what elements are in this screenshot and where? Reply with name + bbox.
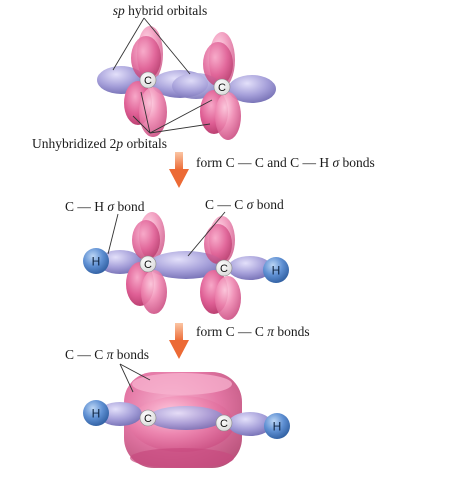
- carbon-atom-4: [215, 259, 233, 277]
- p-orbital-front-top-left: [131, 36, 161, 80]
- panel-3-pi-bonds: H H C C C — C π bonds: [65, 347, 290, 468]
- hydrogen-atom-right: [263, 257, 289, 283]
- step-1-label: form C — C and C — H σ bonds: [196, 155, 375, 170]
- arrow-step-2: [169, 323, 189, 359]
- carbon-label-5: C: [144, 413, 152, 425]
- pi-pointers: [119, 363, 151, 393]
- arrow-step-1: [169, 152, 189, 188]
- p-orbital-bottom-right-2: [215, 276, 241, 320]
- cc-sigma-label: C — C σ bond: [205, 197, 284, 212]
- panel-2-sigma-bonds: H H C C C — H σ bond C — C σ bond: [65, 197, 289, 320]
- p-orbital-bottom-left-2: [141, 270, 167, 314]
- hydrogen-label-right: H: [272, 264, 281, 278]
- hydrogen-atom-left-3: [83, 400, 109, 426]
- carbon-atom-2: [213, 78, 231, 96]
- sp-hybrid-label: sp hybrid orbitals: [113, 3, 208, 18]
- carbon-label-2: C: [218, 82, 226, 94]
- sp-hybrid-pointers: [112, 17, 191, 75]
- sigma-pointers: [107, 211, 226, 257]
- p-orbital-front-top-right-2: [204, 224, 232, 264]
- ch-sigma-right-3: [228, 412, 272, 436]
- hydrogen-label-right-3: H: [273, 420, 282, 434]
- p-orbital-front-top-left-2: [132, 220, 160, 260]
- hydrogen-label-left: H: [92, 255, 101, 269]
- carbon-atom-5: [139, 409, 157, 427]
- p-orbital-front-top-right: [203, 42, 233, 86]
- carbon-label-4: C: [220, 263, 228, 275]
- sp-orbital-right-outer: [228, 75, 276, 103]
- ch-sigma-label: C — H σ bond: [65, 199, 145, 214]
- ch-sigma-left-3: [98, 402, 142, 426]
- carbon-label-1: C: [144, 75, 152, 87]
- unhybridized-pointers: [132, 91, 213, 134]
- hydrogen-atom-right-3: [264, 413, 290, 439]
- carbon-atom-1: [139, 71, 157, 89]
- pi-bond-bottom: [130, 448, 234, 468]
- cc-sigma-bond: [148, 251, 224, 279]
- carbon-atom-3: [139, 255, 157, 273]
- p-orbital-bottom-right: [215, 92, 241, 140]
- step-2-label: form C — C π bonds: [196, 324, 310, 339]
- cc-sigma-bond-3: [148, 406, 224, 430]
- pi-bonds-label: C — C π bonds: [65, 347, 149, 362]
- pi-bond-top-highlight: [132, 373, 232, 395]
- carbon-atom-6: [215, 414, 233, 432]
- unhybridized-label: Unhybridized 2p orbitals: [32, 136, 167, 151]
- panel-1-hybrid-orbitals: C C sp hybrid orbitals Unhybridized 2p o…: [32, 3, 276, 151]
- p-orbital-bottom-left: [139, 87, 167, 137]
- hydrogen-label-left-3: H: [92, 407, 101, 421]
- carbon-label-6: C: [220, 418, 228, 430]
- hydrogen-atom-left: [83, 248, 109, 274]
- ch-sigma-right: [228, 256, 272, 280]
- carbon-label-3: C: [144, 259, 152, 271]
